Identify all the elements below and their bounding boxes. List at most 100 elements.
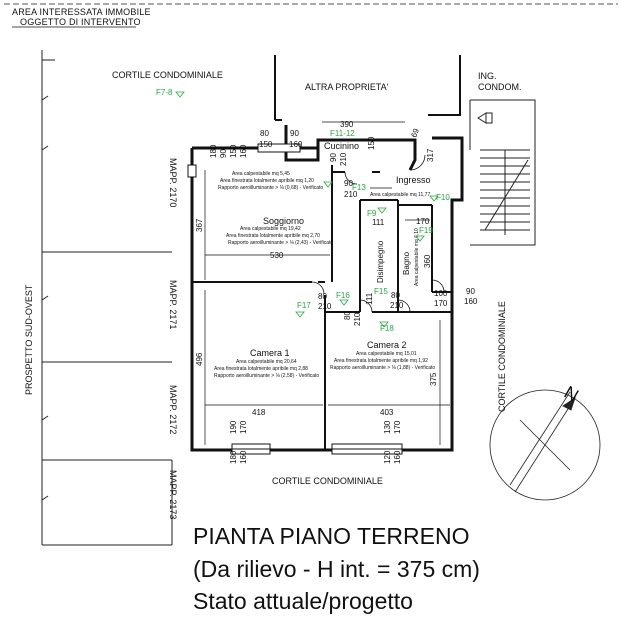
tag-f19: F19 xyxy=(419,226,433,235)
soggiorno-name: Soggiorno xyxy=(263,216,304,226)
camera2-window: Area finestrata lotalmente apribile mq 1… xyxy=(334,358,428,364)
dim-160d: 160 xyxy=(239,450,248,464)
dim-160c: 160 xyxy=(464,297,478,306)
opening-tags: F7-8 F11-12 F13 F10 F9 F19 F15 F16 F17 F… xyxy=(156,88,450,333)
neighbour-boundary xyxy=(41,50,173,546)
dim-375: 375 xyxy=(429,372,438,386)
tag-f18: F18 xyxy=(380,324,394,333)
dim-90d: 90 xyxy=(344,179,353,188)
windows xyxy=(187,143,403,455)
north-arrow xyxy=(489,389,601,501)
camera1-name: Camera 1 xyxy=(250,348,290,358)
dim-80c: 80 xyxy=(318,292,327,301)
dim-90c: 90 xyxy=(329,153,338,162)
dim-90b: 90 xyxy=(219,149,228,158)
dim-180b: 180 xyxy=(229,450,238,464)
ing-condom-line1: ING. xyxy=(478,71,497,81)
camera2-ratio: Rapporto aeroilluminante > ⅛ (1,88) - Ve… xyxy=(330,365,435,371)
camera1-area: Area calpestabile mq 20,64 xyxy=(236,359,297,365)
mapp-2170-label: MAPP. 2170 xyxy=(168,158,178,207)
cucinino-name: Cucinino xyxy=(324,141,359,151)
dim-210d: 210 xyxy=(318,302,332,311)
dim-100: 100 xyxy=(434,289,448,298)
dim-80a: 80 xyxy=(260,129,269,138)
dim-80b: 80 xyxy=(391,291,400,300)
soggiorno-area: Area calpestabile mq 19,42 xyxy=(240,226,301,232)
condominium-stair xyxy=(469,99,536,246)
north-label: N xyxy=(561,382,582,406)
dim-170: 170 xyxy=(416,217,430,226)
dim-150c: 150 xyxy=(367,136,376,150)
dim-180: 180 xyxy=(209,144,218,158)
tag-f15: F15 xyxy=(374,287,388,296)
tag-f17: F17 xyxy=(297,301,311,310)
soggiorno-ratio: Rapporto aeroilluminante > ⅛ (2,43) - Ve… xyxy=(228,240,333,246)
dim-160a: 160 xyxy=(289,140,303,149)
cortile-bottom-label: CORTILE CONDOMINIALE xyxy=(272,476,383,486)
altra-proprieta-outline xyxy=(274,55,461,121)
tag-f7-8: F7-8 xyxy=(156,88,173,97)
dim-418: 418 xyxy=(252,408,266,417)
interior-walls xyxy=(192,165,452,450)
cortile-right-label: CORTILE CONDOMINIALE xyxy=(497,301,507,412)
dim-130: 130 xyxy=(383,420,392,434)
dim-120: 120 xyxy=(383,450,392,464)
dim-150a: 150 xyxy=(259,140,273,149)
tag-f9: F9 xyxy=(367,209,377,218)
dim-190: 190 xyxy=(229,420,238,434)
header-note-line1: AREA INTERESSATA IMMOBILE xyxy=(12,7,151,17)
dimension-lines xyxy=(204,121,450,445)
bagno-area: Area calpestabile mq 6,10 xyxy=(414,228,420,286)
disimpegno-name: Disimpegno xyxy=(376,240,385,283)
tag-f10: F10 xyxy=(436,193,450,202)
dim-111a: 111 xyxy=(372,218,385,227)
mapp-2173-label: MAPP. 2173 xyxy=(168,470,178,519)
title-line3: Stato attuale/progetto xyxy=(193,588,413,614)
camera2-name: Camera 2 xyxy=(367,340,407,350)
dim-170d: 170 xyxy=(393,420,402,434)
mapp-2171-label: MAPP. 2171 xyxy=(168,280,178,329)
dim-210c: 210 xyxy=(390,301,404,310)
dim-360: 360 xyxy=(423,254,432,268)
dim-170c: 170 xyxy=(239,420,248,434)
camera1-ratio: Rapporto aeroilluminante > ⅛ (2,58) - Ve… xyxy=(214,373,319,379)
dim-210b: 210 xyxy=(344,190,358,199)
dim-317: 317 xyxy=(426,148,435,162)
dim-160e: 160 xyxy=(393,450,402,464)
altra-proprieta-label: ALTRA PROPRIETA' xyxy=(305,82,389,92)
dim-150b: 150 xyxy=(229,144,238,158)
header-note-line2: OGGETTO DI INTERVENTO xyxy=(20,17,141,27)
tag-f16: F16 xyxy=(336,291,350,300)
prospetto-label: PROSPETTO SUD-OVEST xyxy=(24,284,34,395)
tag-f11-12: F11-12 xyxy=(330,129,355,138)
dim-160b: 160 xyxy=(239,144,248,158)
dim-170b: 170 xyxy=(434,299,448,308)
camera1-window: Area finestrata lotalmente apribile mq 2… xyxy=(214,366,308,372)
bagno-name: Bagno xyxy=(402,251,411,275)
dim-111b: 111 xyxy=(365,292,374,305)
mapp-2172-label: MAPP. 2172 xyxy=(168,385,178,434)
camera2-area: Area calpestabile mq 15,01 xyxy=(356,351,417,357)
cortile-top-label: CORTILE CONDOMINIALE xyxy=(112,70,223,80)
dim-90e: 90 xyxy=(466,287,475,296)
ing-condom-line2: CONDOM. xyxy=(478,82,522,92)
soggiorno-window: Area finestrata lotalmente apribile mq 2… xyxy=(226,233,320,239)
dimension-texts: 390 80 150 90 160 180 90 150 160 90 210 … xyxy=(195,120,478,464)
dim-367: 367 xyxy=(195,218,204,232)
dim-530: 530 xyxy=(270,251,284,260)
dim-80d: 80 xyxy=(343,311,352,320)
dim-210e: 210 xyxy=(353,312,362,326)
apartment-walls xyxy=(190,125,464,452)
tag-f13: F13 xyxy=(352,183,366,192)
dim-210a: 210 xyxy=(339,152,348,166)
title-line1: PIANTA PIANO TERRENO xyxy=(193,523,470,549)
ingresso-area: Area calpestabile mq 11,77 xyxy=(370,192,430,198)
ingresso-name: Ingresso xyxy=(396,175,431,185)
dim-90a: 90 xyxy=(290,129,299,138)
dim-403: 403 xyxy=(380,408,394,417)
dim-69: 69 xyxy=(409,127,421,139)
title-line2: (Da rilievo - H int. = 375 cm) xyxy=(193,556,480,582)
dim-390: 390 xyxy=(340,120,354,129)
cucinino-window: Area finestrata lotalmente apribile mq 1… xyxy=(220,178,314,184)
